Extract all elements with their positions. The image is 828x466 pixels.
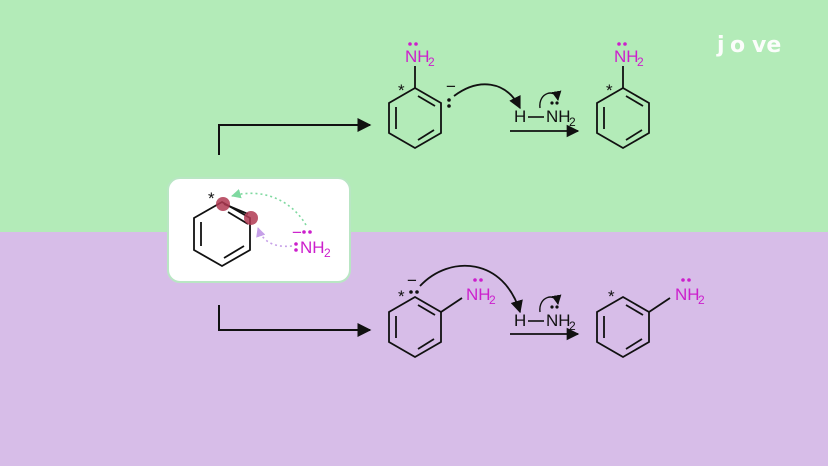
lone-pair-dots-icon-bottom [409,290,419,294]
top-int-nh: NH [405,47,430,66]
top-reagent-nh: NH [546,107,571,126]
star-label-benzyne: * [208,189,215,208]
logo-ve: ve [752,33,781,58]
reaction-arrow-icon-top-branch [218,118,372,155]
top-reagent-h: H [514,107,526,126]
highlight-carbon-top [216,197,230,211]
amide-nh: NH [300,238,325,257]
logo-j: j [716,33,725,58]
curved-arrow-icon-bottom-deprotonation [419,264,523,314]
highlight-carbon-right [244,211,258,225]
star-label-bot-prod: * [608,287,615,306]
top-intermediate-nh2: NH 2 [405,42,435,69]
amide-sub: 2 [324,246,331,260]
top-reagent-sub: 2 [569,115,576,129]
top-prod-sub: 2 [637,55,644,69]
bottom-product-ring [596,295,671,359]
bot-int-nh: NH [466,285,491,304]
lone-pair-dots-icon-top [447,98,451,108]
minus-label: − [292,223,302,242]
bot-reagent-nh: NH [546,311,571,330]
bot-reagent-sub: 2 [569,319,576,333]
top-product-ring [596,66,650,150]
benzyne-box [167,177,351,283]
reaction-arrow-icon-bottom-branch [218,305,372,337]
top-int-sub: 2 [428,55,435,69]
top-reagent: H NH 2 [514,90,576,129]
amide-nucleophile: − NH 2 [292,223,331,260]
star-label-top-prod: * [606,81,613,100]
logo-o: o [730,33,745,58]
bottom-reagent: H NH 2 [514,294,576,333]
bot-prod-sub: 2 [698,293,705,307]
bot-int-minus: − [407,271,417,290]
top-int-minus: − [446,77,456,96]
bottom-background [0,232,828,466]
bot-prod-nh: NH [675,285,700,304]
jove-logo: j o ve [716,33,781,58]
star-label-bot-int: * [398,287,405,306]
bottom-intermediate-nh2: NH 2 [466,278,496,307]
top-intermediate-ring [388,66,442,150]
top-product-nh2: NH 2 [614,42,644,69]
top-background [0,0,828,232]
curved-arrow-icon-top-deprotonation [453,83,521,110]
bot-reagent-h: H [514,311,526,330]
bot-int-sub: 2 [489,293,496,307]
top-prod-nh: NH [614,47,639,66]
bottom-intermediate-ring [388,295,463,359]
star-label-top-int: * [398,81,405,100]
bottom-product-nh2: NH 2 [675,278,705,307]
